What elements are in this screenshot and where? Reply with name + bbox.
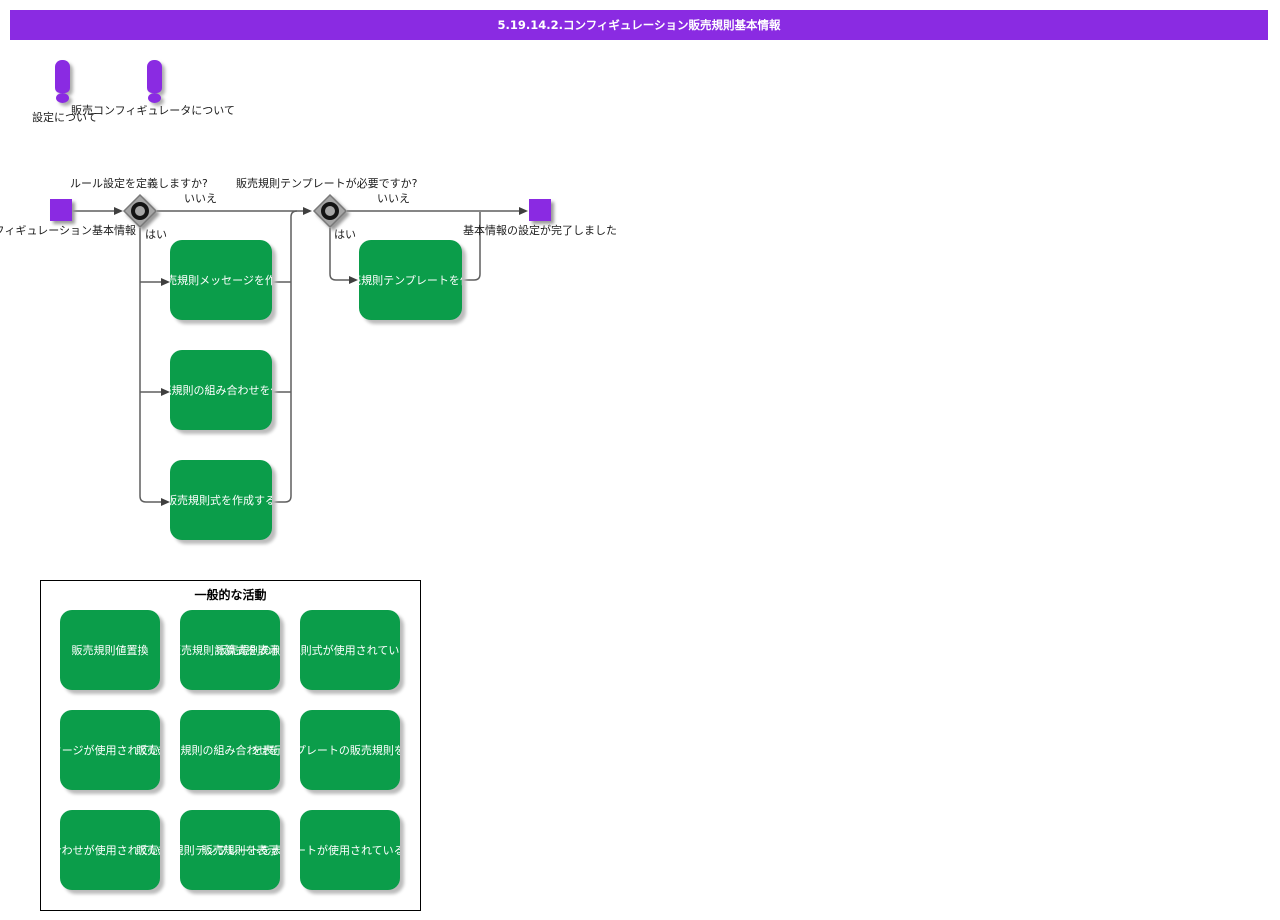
legend-activity-label: 販売規則計算式を表示 — [180, 644, 280, 657]
legend-activity-box: 販売規則計算式を表示販売規則の削除 — [180, 610, 280, 690]
decision2-circle-icon — [321, 202, 339, 220]
legend-activity-label: 販売規則を表示 — [201, 844, 279, 857]
decision1-no-label: いいえ — [184, 192, 217, 205]
legend-activity-label: メッセージが使用されている — [60, 744, 160, 757]
exclamation-icon — [55, 60, 70, 93]
legend-activity-box: 組み合わせが使用されている販売規則 — [60, 810, 160, 890]
legend-activity-label: テンプレートが使用されている販売規則 — [300, 844, 400, 857]
activity-label: 販売規則の組み合わせを作成 — [170, 384, 272, 397]
end-node-label: 基本情報の設定が完了しました — [463, 224, 617, 237]
legend-activity-label: 販売規則 — [136, 744, 160, 757]
activity-create-rule-template: 販売規則テンプレートを作成 — [359, 240, 462, 320]
decision1-yes-label: はい — [145, 228, 167, 241]
arrowheads — [114, 207, 528, 506]
activity-label: 販売規則テンプレートを作成 — [359, 274, 462, 287]
activity-label: 販売規則式を作成する — [170, 494, 272, 507]
common-activities-legend: 一般的な活動 販売規則値置換 販売規則計算式を表示販売規則の削除 販売規則式が使用さ… — [40, 580, 421, 911]
note-label-settings: 設定について — [32, 111, 98, 124]
decision2-yes-label: はい — [334, 228, 356, 241]
connector-yes2 — [329, 228, 350, 281]
legend-activity-label: 販売規則の削除 — [216, 644, 281, 657]
legend-activity-box: テンプレートの販売規則を表示 — [300, 710, 400, 790]
connector-template-merge — [462, 212, 481, 281]
exclamation-icon — [147, 60, 162, 93]
legend-activity-box: テンプレートが使用されている販売規則 — [300, 810, 400, 890]
legend-activity-label: 販売規則 — [136, 844, 160, 857]
activity-create-rule-combination: 販売規則の組み合わせを作成 — [170, 350, 272, 430]
legend-activity-box: 販売規則の組み合わせを表示を表示 — [180, 710, 280, 790]
legend-activity-label: 販売規則値置換 — [71, 644, 149, 657]
legend-activity-box: 販売規則テンプレートを表示販売規則を表示 — [180, 810, 280, 890]
legend-activity-label: 販売規則式が使用されている場所 — [300, 644, 400, 657]
connector-yes1-vertical — [139, 228, 162, 503]
activity-label: 販売規則メッセージを作成 — [170, 274, 272, 287]
start-node-label: コンフィギュレーション基本情報 — [0, 224, 137, 237]
legend-activity-box: 販売規則値置換 — [60, 610, 160, 690]
legend-activity-box: メッセージが使用されている販売規則 — [60, 710, 160, 790]
note-label-configurator: 販売コンフィギュレータについて — [71, 104, 235, 117]
activity-create-rule-message: 販売規則メッセージを作成 — [170, 240, 272, 320]
decision2-no-label: いいえ — [377, 192, 410, 205]
activity-create-rule-expression: 販売規則式を作成する — [170, 460, 272, 540]
title-banner: 5.19.14.2.コンフィギュレーション販売規則基本情報 — [10, 10, 1268, 40]
exclamation-dot-icon — [148, 93, 161, 103]
legend-activity-box: 販売規則式が使用されている場所 — [300, 610, 400, 690]
connector-merge-vertical — [272, 210, 298, 503]
start-node — [50, 199, 72, 221]
exclamation-dot-icon — [56, 93, 69, 103]
decision1-circle-icon — [131, 202, 149, 220]
legend-activity-label: を表示 — [251, 744, 281, 757]
legend-activity-label: 販売規則の組み合わせを表示 — [180, 744, 280, 757]
legend-activity-label: 組み合わせが使用されている — [60, 844, 160, 857]
end-node — [529, 199, 551, 221]
decision2-question: 販売規則テンプレートが必要ですか? — [236, 177, 418, 190]
legend-title: 一般的な活動 — [194, 588, 267, 602]
decision1-question: ルール設定を定義しますか? — [70, 177, 208, 190]
legend-activity-label: 販売規則テンプレートを表示 — [180, 844, 280, 857]
legend-activity-label: テンプレートの販売規則を表示 — [300, 744, 400, 757]
page-title: 5.19.14.2.コンフィギュレーション販売規則基本情報 — [497, 18, 781, 32]
